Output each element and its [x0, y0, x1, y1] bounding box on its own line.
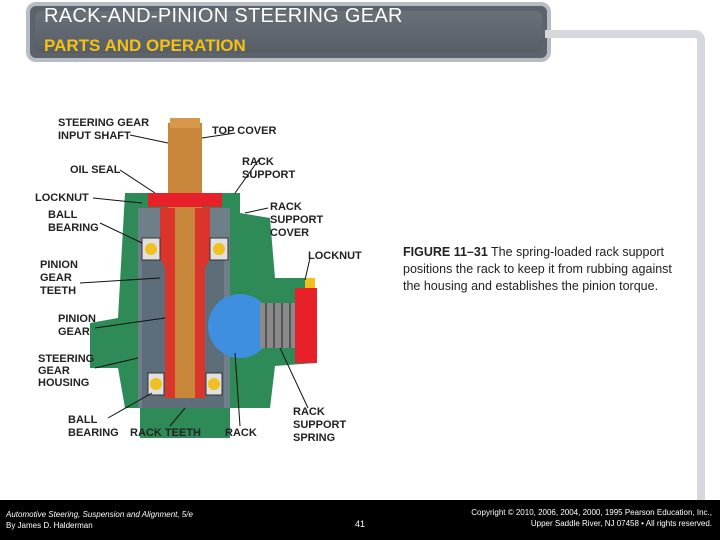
footer-book-info: Automotive Steering, Suspension and Alig…: [6, 509, 193, 531]
figure-caption: FIGURE 11–31 The spring-loaded rack supp…: [403, 244, 673, 295]
spring-coils: [265, 303, 291, 348]
label-pinion-gear-teeth: TEETH: [40, 285, 76, 297]
label-locknut-left: LOCKNUT: [35, 192, 89, 204]
copyright-line-1: Copyright © 2010, 2006, 2004, 2000, 1995…: [471, 508, 712, 517]
label-rack-support-cover: RACK: [270, 201, 302, 213]
leader-lines: [79, 132, 311, 427]
label-pinion-gear-teeth: PINION: [40, 259, 78, 271]
pinion-core: [175, 208, 195, 398]
label-rack-support-cover: COVER: [270, 227, 309, 239]
label-ball-bearing-top: BALL: [48, 209, 78, 221]
footer-bar: [0, 500, 720, 540]
footer-book-title: Automotive Steering, Suspension and Alig…: [6, 510, 193, 519]
rack-support-ball: [208, 294, 272, 358]
label-pinion-gear: GEAR: [58, 326, 90, 338]
label-ball-bearing-top: BEARING: [48, 222, 99, 234]
label-locknut-right: LOCKNUT: [308, 250, 362, 262]
top-cover-shape: [148, 193, 222, 207]
label-top-cover: TOP COVER: [212, 125, 276, 137]
top-ball-left: [145, 243, 157, 255]
title-frame: [26, 2, 551, 62]
locknut-shape: [305, 278, 315, 288]
label-oil-seal: OIL SEAL: [70, 164, 121, 176]
label-housing: HOUSING: [38, 377, 89, 389]
footer-copyright: Copyright © 2010, 2006, 2004, 2000, 1995…: [471, 507, 712, 529]
bottom-ball-left: [150, 378, 162, 390]
label-pinion-gear-teeth: GEAR: [40, 272, 72, 284]
label-rack-support-spring: SPRING: [293, 432, 335, 444]
copyright-line-2: Upper Saddle River, NJ 07458 • All right…: [530, 519, 712, 528]
label-rack-support: SUPPORT: [242, 169, 295, 181]
label-rack-support-spring: SUPPORT: [293, 419, 346, 431]
label-rack: RACK: [225, 427, 257, 439]
label-rack-support-spring: RACK: [293, 406, 325, 418]
figure-caption-text: The spring-loaded rack support positions…: [403, 245, 672, 293]
label-ball-bearing-bottom: BEARING: [68, 427, 119, 439]
input-shaft-top: [170, 118, 200, 128]
figure-number: FIGURE 11–31: [403, 245, 488, 259]
rack-and-pinion-diagram: STEERING GEAR INPUT SHAFT TOP COVER OIL …: [35, 117, 362, 444]
label-rack-support: RACK: [242, 156, 274, 168]
rack-support-cover-shape: [295, 288, 317, 363]
slide-subtitle: PARTS AND OPERATION: [44, 36, 246, 55]
bottom-ball-right: [208, 378, 220, 390]
label-rack-teeth: RACK TEETH: [130, 427, 201, 439]
page-number: 41: [355, 519, 366, 529]
label-input-shaft: STEERING GEAR: [58, 117, 149, 129]
top-ball-right: [213, 243, 225, 255]
slide-title: RACK-AND-PINION STEERING GEAR: [44, 5, 403, 27]
label-input-shaft: INPUT SHAFT: [58, 130, 131, 142]
label-housing: STEERING: [38, 353, 94, 365]
slide-frame: [545, 30, 705, 510]
label-housing: GEAR: [38, 365, 70, 377]
footer-author: By James D. Halderman: [6, 521, 93, 530]
label-ball-bearing-bottom: BALL: [68, 414, 98, 426]
label-rack-support-cover: SUPPORT: [270, 214, 323, 226]
label-pinion-gear: PINION: [58, 313, 96, 325]
